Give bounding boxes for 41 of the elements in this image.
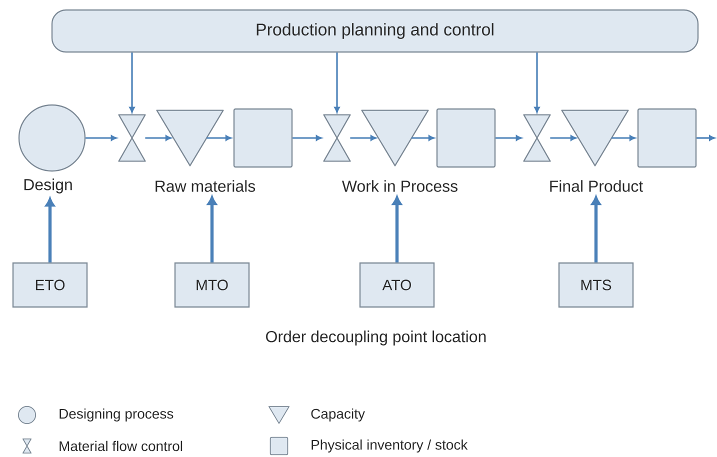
valve-symbol	[323, 114, 351, 162]
legend-text: Designing process	[60, 408, 174, 422]
arrow	[534, 52, 540, 113]
arrow	[206, 135, 232, 141]
arrow	[496, 135, 522, 141]
arrow	[145, 135, 172, 141]
capacity-triangle	[156, 110, 224, 166]
arrow	[129, 52, 135, 113]
arrow	[550, 135, 576, 141]
arrow	[412, 135, 434, 141]
legend-text: Capacity	[311, 408, 365, 422]
order-type-box: MTS	[558, 262, 634, 308]
arrow	[292, 135, 322, 141]
order-type-box: ETO	[12, 262, 88, 308]
arrow	[392, 196, 402, 262]
arrow	[45, 198, 55, 262]
caption-text: Order decoupling point location	[266, 330, 486, 346]
order-type-box: ATO	[359, 262, 435, 308]
arrow	[350, 135, 376, 141]
stage-label: Raw materials	[156, 180, 256, 192]
inventory-square	[637, 108, 697, 168]
arrow	[86, 135, 117, 141]
inventory-square	[233, 108, 293, 168]
inventory-square	[436, 108, 496, 168]
stage-label: Final Product	[550, 180, 643, 192]
capacity-triangle	[561, 110, 629, 166]
stage-label: Design	[24, 178, 72, 194]
capacity-triangle	[361, 110, 429, 166]
order-type-box: MTO	[174, 262, 250, 308]
stage-label: Work in Process	[342, 180, 458, 192]
legend-text: Physical inventory / stock	[312, 439, 468, 452]
design-circle	[18, 104, 86, 172]
valve-symbol	[523, 114, 551, 162]
valve-symbol	[118, 114, 146, 162]
planning-banner: Production planning and control	[51, 9, 699, 53]
arrow	[207, 196, 217, 262]
arrow	[591, 196, 601, 262]
legend-text: Material flow control	[60, 440, 182, 452]
arrow	[334, 52, 340, 113]
arrow	[696, 135, 715, 141]
arrow	[612, 135, 636, 141]
